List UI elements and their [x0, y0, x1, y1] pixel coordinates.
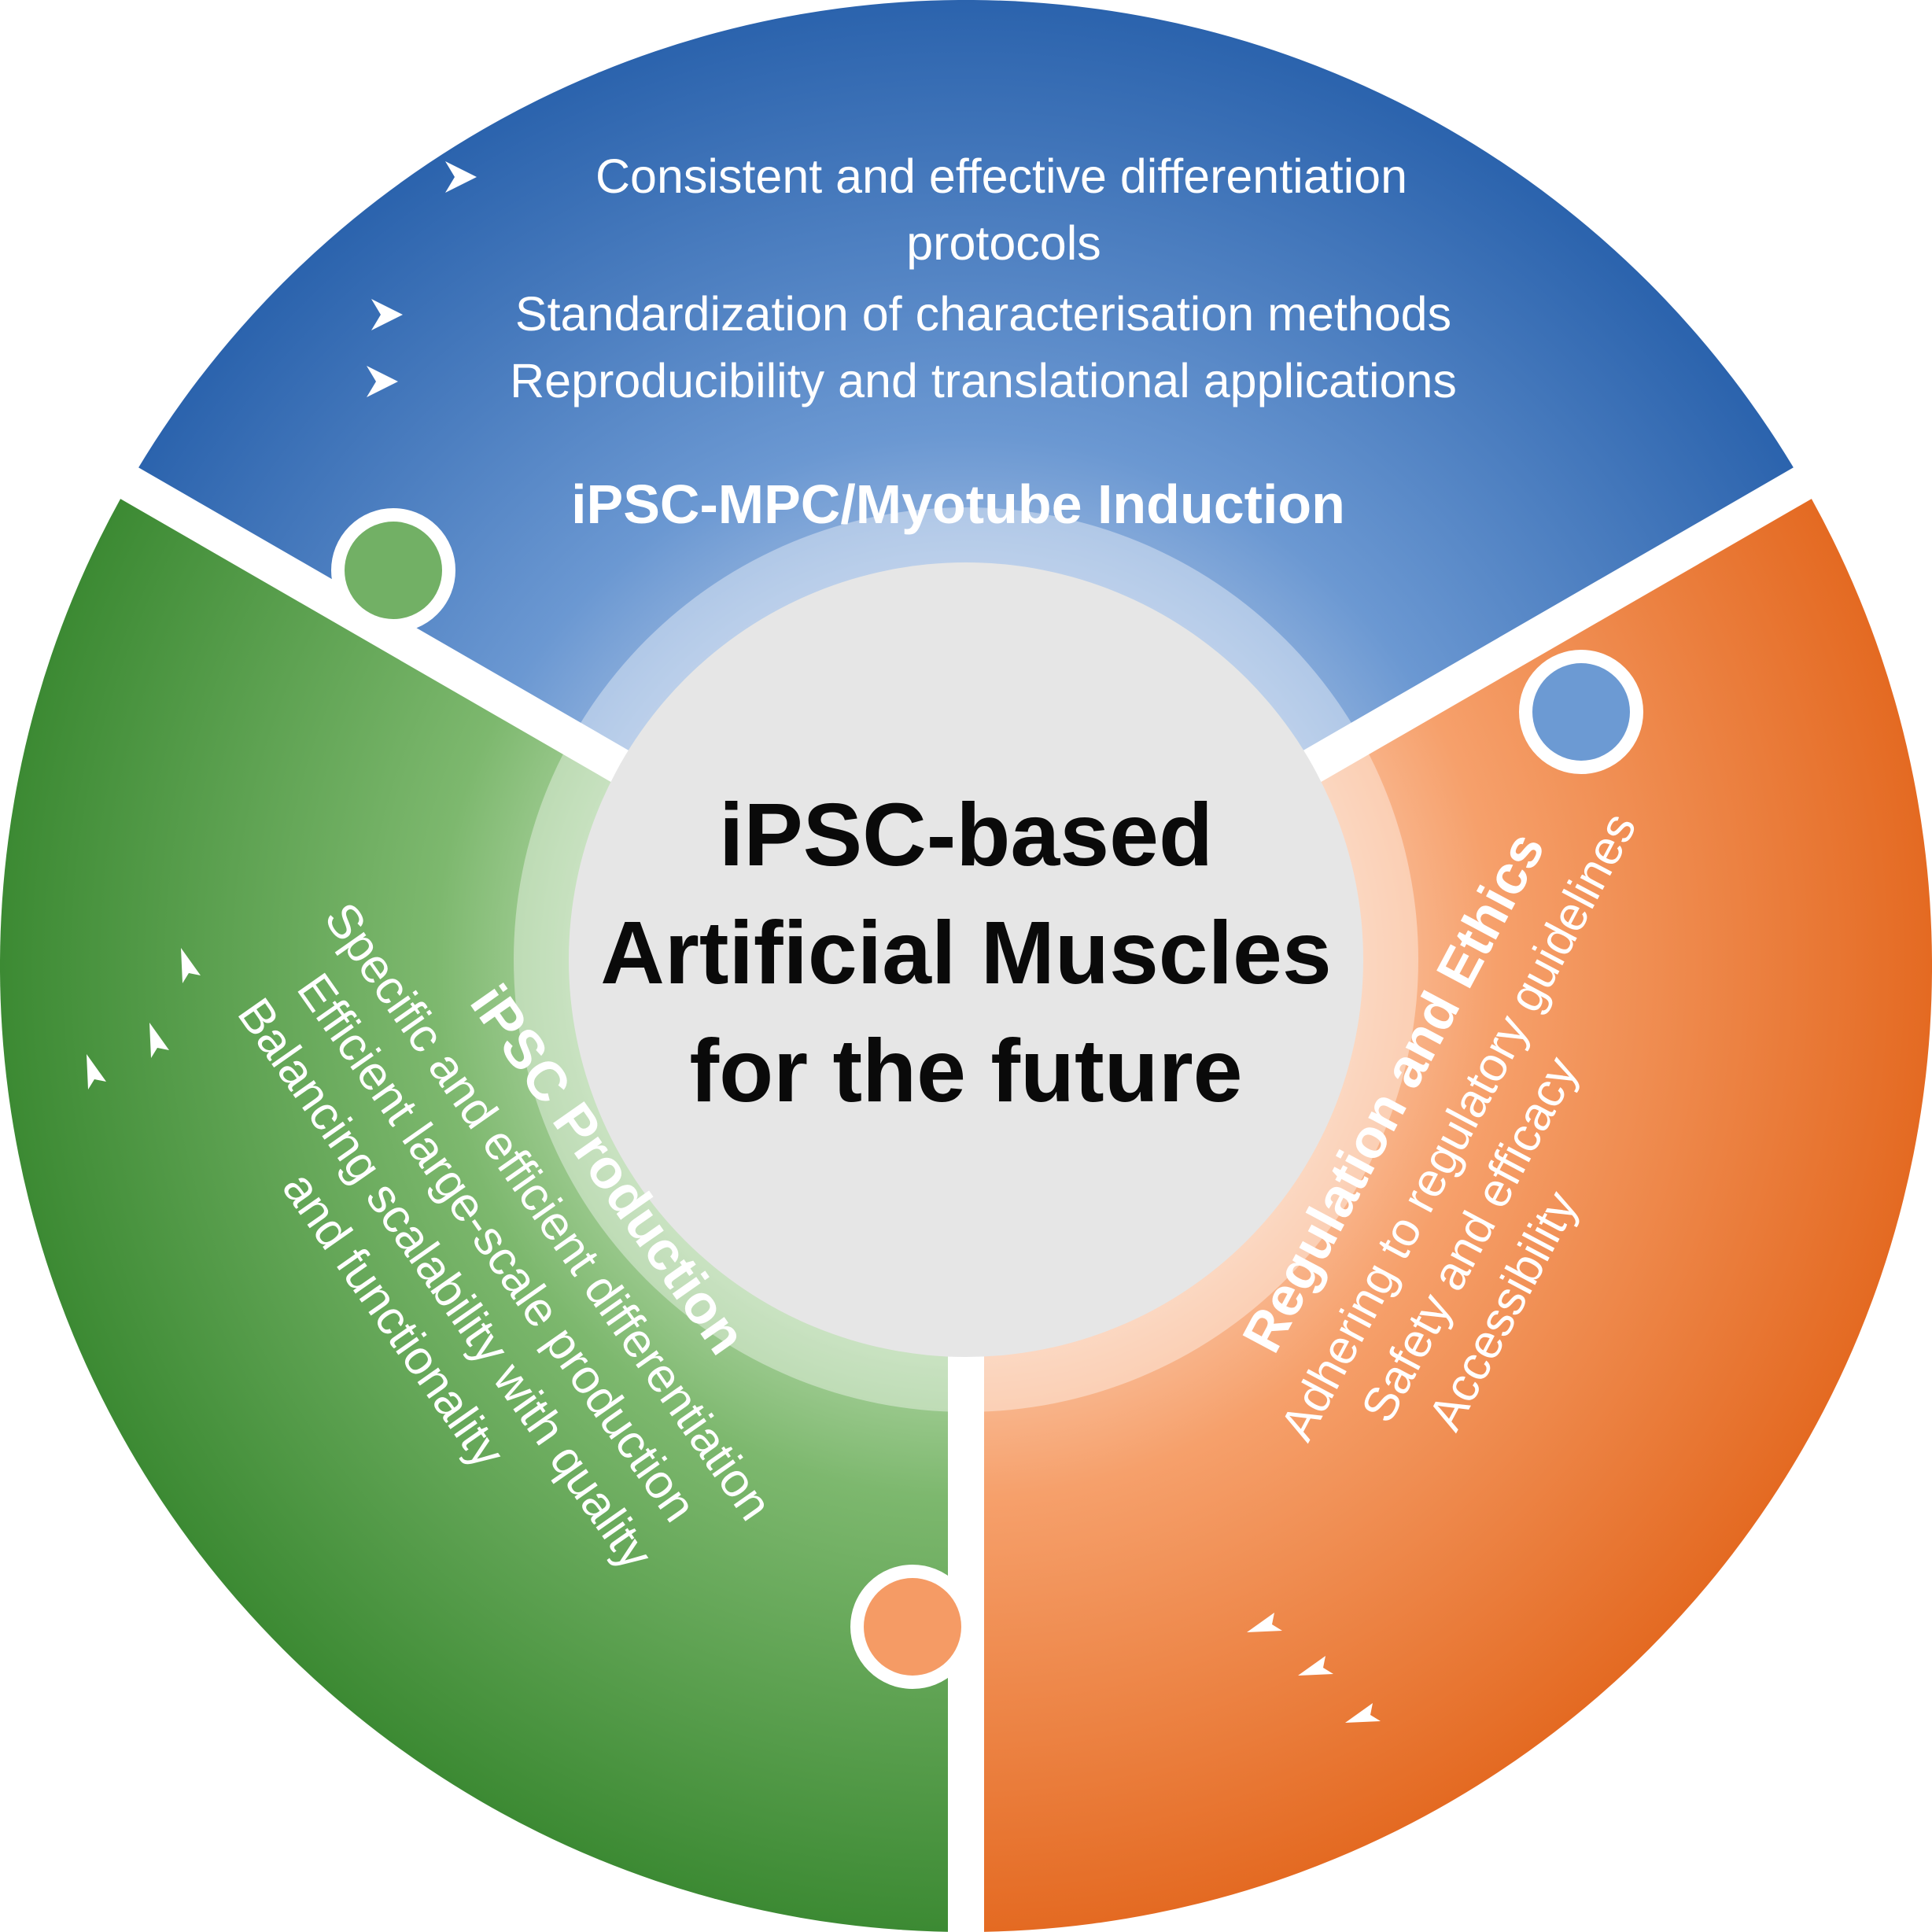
top-segment-title: iPSC-MPC/Myotube Induction: [571, 474, 1345, 535]
puzzle-tab-green-outline: [331, 508, 455, 632]
arrowhead-bullet-icon: [445, 161, 477, 193]
center-title-line-3: for the future: [689, 1021, 1242, 1120]
arrowhead-bullet-icon: [1345, 1703, 1381, 1723]
top-segment-content: Consistent and effective differentiation…: [367, 149, 1457, 535]
puzzle-tab-green-fill: [345, 522, 442, 619]
puzzle-tab-blue-outline: [1519, 650, 1643, 774]
arrowhead-bullet-icon: [149, 1023, 169, 1058]
puzzle-tab-blue-fill: [1532, 663, 1630, 761]
top-bullet-1: Consistent and effective differentiation: [595, 149, 1407, 203]
top-bullet-1-cont: protocols: [906, 216, 1101, 270]
arrowhead-bullet-icon: [1298, 1656, 1333, 1676]
puzzle-tab-orange-outline: [850, 1565, 975, 1689]
center-disc: [569, 562, 1363, 1357]
top-bullet-3: Reproducibility and translational applic…: [510, 354, 1457, 407]
arrowhead-bullet-icon: [367, 366, 398, 397]
center-title-line-2: Artificial Muscles: [600, 903, 1331, 1002]
arrowhead-bullet-icon: [181, 948, 201, 983]
arrowhead-bullet-icon: [1247, 1613, 1282, 1632]
arrowhead-bullet-icon: [87, 1054, 106, 1090]
center-title-line-1: iPSC-based: [719, 785, 1213, 884]
top-bullet-2: Standardization of characterisation meth…: [515, 287, 1451, 341]
segment-top-blue: [129, 0, 1803, 966]
puzzle-tab-orange-fill: [864, 1578, 961, 1676]
arrowhead-bullet-icon: [371, 299, 403, 330]
